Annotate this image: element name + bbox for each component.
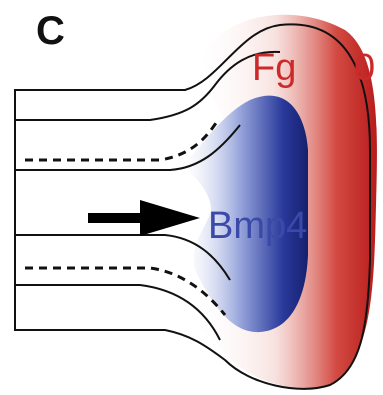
fgf-label-suffix: 0 [354, 47, 375, 89]
bmp-label: Bmp4 [208, 205, 307, 247]
fgf-label: Fg [252, 47, 296, 89]
panel-letter: C [36, 9, 65, 53]
upper-dashed-line [25, 120, 218, 160]
arrow-head [140, 200, 200, 236]
